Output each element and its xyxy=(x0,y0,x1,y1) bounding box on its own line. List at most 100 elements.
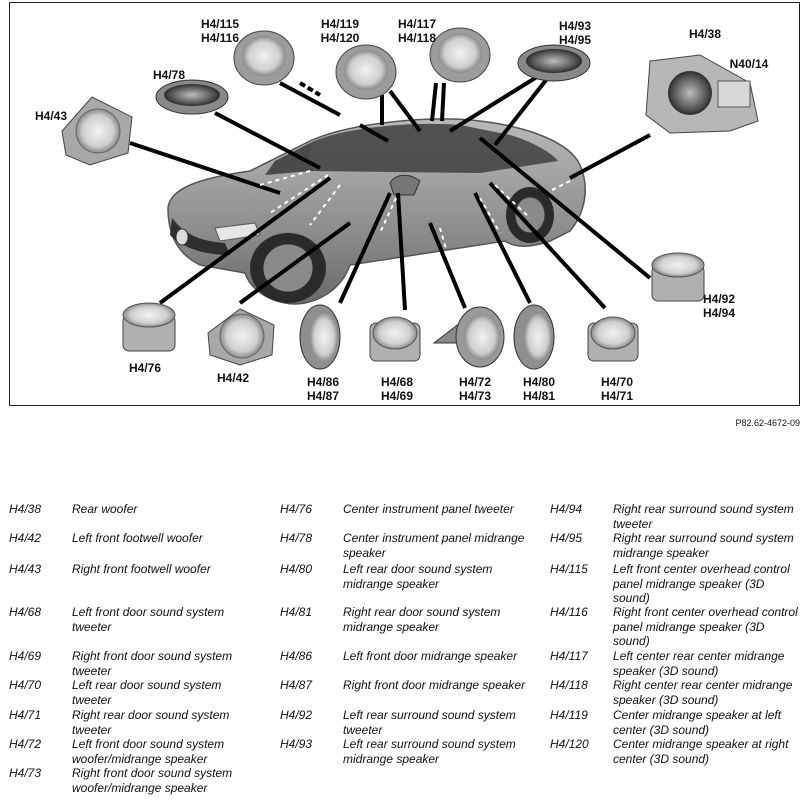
label-h4-76: H4/76 xyxy=(128,361,162,375)
legend-code: H4/93 xyxy=(280,737,313,751)
speaker-h4-117-118 xyxy=(429,27,491,83)
leader-h4-93-95 xyxy=(448,73,552,147)
legend-code: H4/115 xyxy=(550,562,588,576)
legend-description: Right rear surround sound system tweeter xyxy=(613,502,794,531)
legend-description: Left rear door sound system midrange spe… xyxy=(343,562,493,591)
speaker-h4-72-73 xyxy=(432,306,505,368)
leader-h4-92-94 xyxy=(478,136,652,280)
label-h4-86-87: H4/86 H4/87 xyxy=(306,375,340,403)
label-h4-72-73: H4/72 H4/73 xyxy=(458,375,492,403)
legend-code: H4/71 xyxy=(9,708,42,722)
legend-code: H4/38 xyxy=(9,502,42,516)
speaker-h4-78 xyxy=(155,79,229,115)
legend-description: Center midrange speaker at right center … xyxy=(613,737,789,766)
legend-description: Left front footwell woofer xyxy=(72,531,203,545)
speaker-diagram-drawing xyxy=(61,27,759,370)
speaker-h4-76 xyxy=(122,302,176,352)
label-h4-93-95: H4/93 H4/95 xyxy=(558,19,592,47)
legend-description: Left front door midrange speaker xyxy=(343,649,518,663)
label-h4-68-69: H4/68 H4/69 xyxy=(380,375,414,403)
leader-h4-70 xyxy=(488,181,607,310)
label-h4-115-116: H4/115 H4/116 xyxy=(200,17,240,45)
legend-code: H4/72 xyxy=(9,737,42,751)
speaker-h4-93-95 xyxy=(517,44,591,82)
legend-code: H4/70 xyxy=(9,678,42,692)
label-h4-38: H4/38 xyxy=(688,27,722,41)
leader-lines xyxy=(129,73,652,311)
legend-description: Left rear surround sound system tweeter xyxy=(343,708,516,737)
label-h4-70-71: H4/70 H4/71 xyxy=(600,375,634,403)
speaker-h4-43 xyxy=(61,96,133,166)
legend-code: H4/68 xyxy=(9,605,42,619)
legend-description: Right rear door sound system tweeter xyxy=(72,708,230,737)
legend-code: H4/73 xyxy=(9,766,42,780)
legend-description: Right rear surround sound system midrang… xyxy=(613,531,794,560)
leader-h4-115 xyxy=(279,81,389,143)
legend-code: H4/78 xyxy=(280,531,313,545)
legend-description: Left front center overhead control panel… xyxy=(613,562,790,605)
label-h4-78: H4/78 xyxy=(152,68,186,82)
leader-h4-120 xyxy=(388,89,422,133)
legend-description: Left center rear center midrange speaker… xyxy=(613,649,785,678)
legend-description: Left rear door sound system tweeter xyxy=(72,678,222,707)
legend-description: Right front center overhead control pane… xyxy=(613,605,798,648)
speaker-h4-68-69 xyxy=(369,316,421,362)
speaker-h4-42 xyxy=(207,308,275,366)
leader-h4-117-118 xyxy=(430,82,446,122)
speaker-h4-115-116 xyxy=(233,30,295,86)
legend-code: H4/118 xyxy=(550,678,588,692)
leader-h4-116-part xyxy=(298,81,322,97)
figure-code: P82.62-4672-09 xyxy=(735,418,800,428)
speaker-h4-92-94 xyxy=(651,252,705,302)
legend-description: Right center rear center midrange speake… xyxy=(613,678,793,707)
legend-code: H4/92 xyxy=(280,708,313,722)
leader-h4-76 xyxy=(158,176,332,305)
legend-code: H4/81 xyxy=(280,605,313,619)
legend-code: H4/86 xyxy=(280,649,313,663)
legend-description: Right front door midrange speaker xyxy=(343,678,526,692)
leader-h4-43 xyxy=(129,141,281,195)
speaker-h4-119-120 xyxy=(335,44,397,100)
legend-description: Left front door sound system tweeter xyxy=(72,605,225,634)
legend-description: Left rear surround sound system midrange… xyxy=(343,737,516,766)
legend-description: Right front door sound system tweeter xyxy=(72,649,233,678)
label-n40-14: N40/14 xyxy=(729,57,769,71)
legend-description: Center instrument panel tweeter xyxy=(343,502,514,516)
leader-h4-68 xyxy=(396,192,407,311)
legend-code: H4/95 xyxy=(550,531,583,545)
leader-h4-78 xyxy=(214,111,321,170)
legend-description: Right rear door sound system midrange sp… xyxy=(343,605,501,634)
legend-code: H4/119 xyxy=(550,708,588,722)
speaker-h4-70-71 xyxy=(587,316,639,362)
legend-description: Center instrument panel midrange speaker xyxy=(343,531,525,560)
legend-code: H4/80 xyxy=(280,562,313,576)
legend-code: H4/120 xyxy=(550,737,589,751)
leader-h4-80 xyxy=(473,192,532,304)
label-h4-80-81: H4/80 H4/81 xyxy=(522,375,556,403)
label-h4-43: H4/43 xyxy=(34,109,68,123)
legend-description: Right front footwell woofer xyxy=(72,562,211,576)
legend-description: Rear woofer xyxy=(72,502,138,516)
leader-h4-38 xyxy=(569,133,651,180)
legend-code: H4/117 xyxy=(550,649,588,663)
speaker-h4-86-87 xyxy=(299,304,341,370)
label-h4-117-118: H4/117 H4/118 xyxy=(397,17,437,45)
legend-code: H4/69 xyxy=(9,649,42,663)
leader-h4-72 xyxy=(428,222,467,309)
speaker-diagram: H4/115 H4/116 H4/119 H4/120 H4/117 H4/11… xyxy=(9,2,800,406)
legend-description: Left front door sound system woofer/midr… xyxy=(72,737,225,766)
speaker-h4-80-81 xyxy=(513,304,555,370)
legend-description: Right front door sound system woofer/mid… xyxy=(72,766,233,795)
legend-code: H4/94 xyxy=(550,502,583,516)
legend-code: H4/76 xyxy=(280,502,313,516)
leader-h4-86 xyxy=(338,192,392,304)
label-h4-119-120: H4/119 H4/120 xyxy=(320,17,360,45)
legend-code: H4/42 xyxy=(9,531,42,545)
label-h4-42: H4/42 xyxy=(216,371,250,385)
legend-description: Center midrange speaker at left center (… xyxy=(613,708,782,737)
leader-h4-42 xyxy=(238,221,352,305)
legend-code: H4/43 xyxy=(9,562,42,576)
legend-code: H4/87 xyxy=(280,678,313,692)
car-illustration xyxy=(167,118,586,305)
label-h4-92-94: H4/92 H4/94 xyxy=(702,292,736,320)
